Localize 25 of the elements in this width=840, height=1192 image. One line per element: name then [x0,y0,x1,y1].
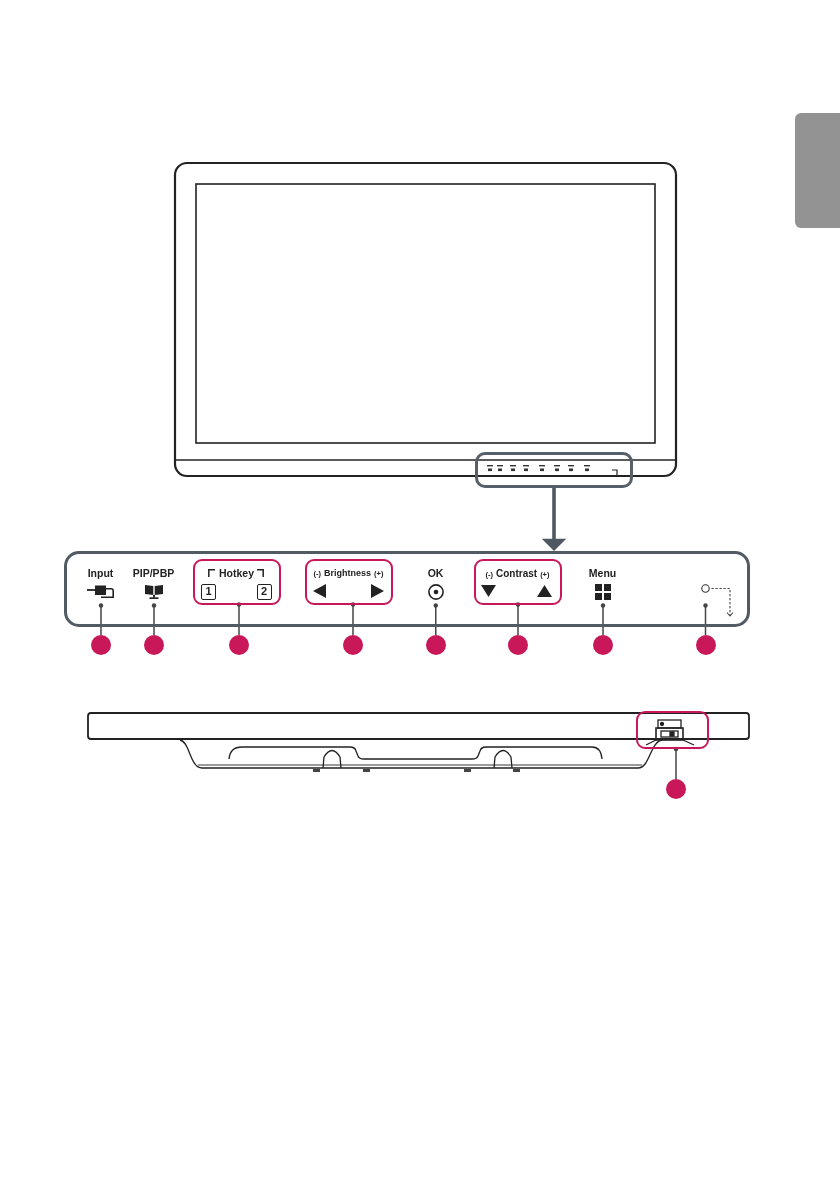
callout-dot [426,635,446,655]
key-number: 1 [201,583,216,600]
highlight-frame [636,711,709,749]
control-label: Menu [588,566,617,580]
callout-dot [508,635,528,655]
callout-dot [229,635,249,655]
side-tab [795,113,840,228]
callout-dot [666,779,686,799]
highlight-frame [475,452,633,488]
control-label: PIP/PBP [132,566,175,580]
control-panel [64,551,750,627]
callout-dot [696,635,716,655]
callout-dot [144,635,164,655]
callout-dot [91,635,111,655]
control-label: Hotkey [219,566,254,580]
callout-dot [343,635,363,655]
highlight-frame [473,558,562,605]
highlight-frame [304,558,393,605]
control-label: Contrast [496,566,538,580]
callout-dot [593,635,613,655]
control-label: Brightness [324,566,372,580]
control-label: Input [87,566,114,580]
highlight-frame [192,558,281,605]
key-number: 2 [256,583,272,600]
control-label: OK [427,566,444,580]
